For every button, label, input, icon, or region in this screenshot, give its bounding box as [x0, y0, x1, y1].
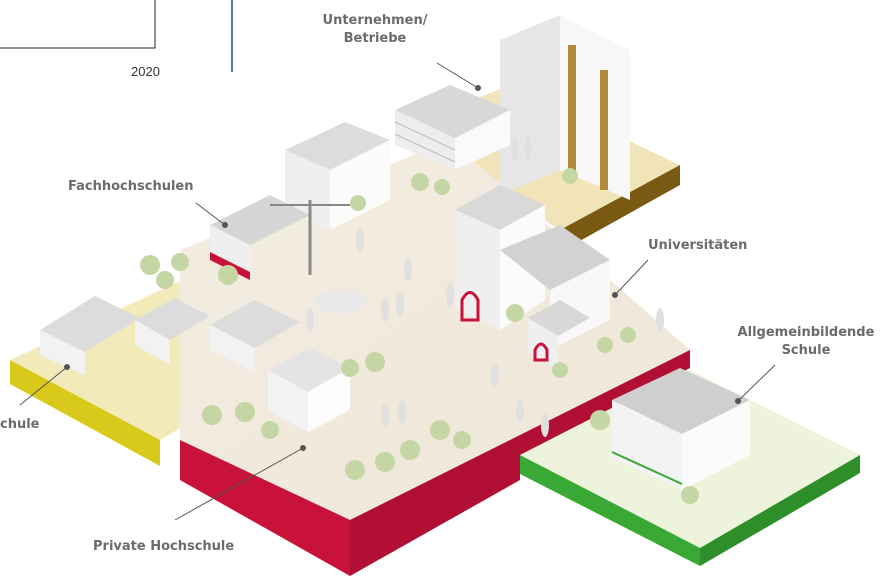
left-buildings [40, 296, 300, 375]
connector-lines [19, 62, 776, 521]
fachhochschulen-buildings [210, 122, 390, 280]
school-building [611, 368, 750, 490]
label-unternehmen: Unternehmen/ Betriebe [315, 12, 435, 48]
label-private-hochschule: Private Hochschule [93, 539, 235, 554]
label-unternehmen-line1: Unternehmen/ [322, 13, 428, 28]
label-hochschule-partial: chule [0, 417, 40, 432]
label-allgemeinbildende-line2: Schule [781, 343, 831, 358]
people [306, 136, 664, 437]
frame-box [0, 0, 233, 72]
label-fachhochschulen: Fachhochschulen [68, 179, 194, 194]
private-hochschule-building [268, 348, 350, 432]
label-allgemeinbildende-line1: Allgemeinbildende [737, 325, 875, 340]
university-buildings [455, 185, 610, 370]
label-allgemeinbildende-schule: Allgemeinbildende Schule [734, 324, 878, 360]
label-universitaeten: Universitäten [648, 238, 748, 253]
trees [140, 168, 699, 504]
label-unternehmen-line2: Betriebe [343, 31, 407, 46]
year-label: 2020 [131, 64, 160, 79]
